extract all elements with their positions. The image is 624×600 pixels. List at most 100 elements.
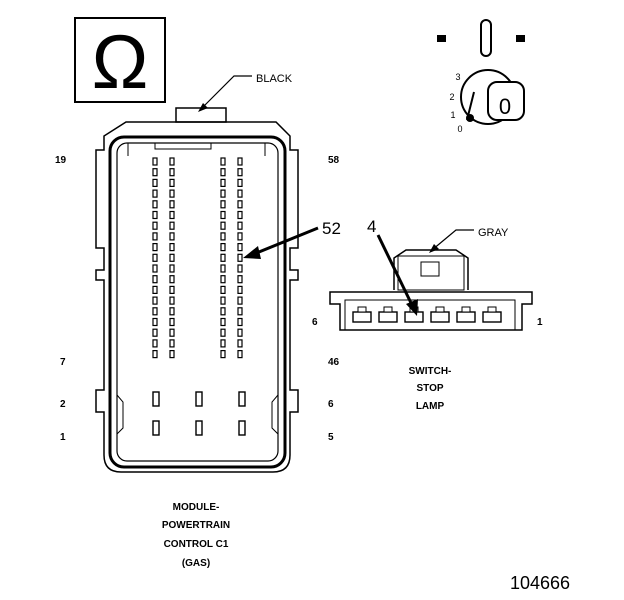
pcm-pin-cavity [169,221,175,230]
pcm-pin-cavity [220,264,226,273]
switch-pin-latch [357,306,367,313]
pcm-pin-cavity [152,232,158,241]
dial-position-2: 2 [449,92,454,102]
pcm-pin-cavity [169,168,175,177]
pcm-pin-cavity [152,178,158,187]
pcm-pin-cavity [152,350,158,359]
pcm-callout-pin: 52 [322,219,341,238]
meter-dial: 3 2 1 0 0 [437,19,525,134]
pcm-caption-line-4: (GAS) [182,558,210,569]
pcm-pin-cavity [220,168,226,177]
switch-pin-cavity [404,311,424,323]
pcm-pin-cavity [237,339,243,348]
pcm-color-label: BLACK [256,73,293,85]
switch-pin-cavities [352,306,502,323]
switch-pin-latch [435,306,445,313]
pcm-pin-19: 19 [55,155,67,166]
pcm-pin-cavity [220,296,226,305]
dial-position-0: 0 [457,124,462,134]
pcm-pin-cavity [169,350,175,359]
pcm-pin-cavity [237,285,243,294]
pcm-pin-cavity [152,339,158,348]
pcm-pin-cavity [237,253,243,262]
pcm-pin-cavity [237,189,243,198]
pcm-pin-cavity [220,243,226,252]
pcm-caption-line-2: POWERTRAIN [162,520,230,531]
pcm-pin-cavity [220,328,226,337]
pcm-pin-cavity [220,253,226,262]
pcm-pin-cavity [152,210,158,220]
switch-pin-latch [383,306,393,313]
pcm-pin-cavity [237,210,243,220]
pcm-pin-cavity [237,200,243,209]
switch-color-label: GRAY [478,227,509,239]
pcm-pin-cavity [169,232,175,241]
pcm-pin-6: 6 [328,399,334,410]
pcm-pin-7: 7 [60,357,66,368]
pcm-pin-cavity [169,285,175,294]
pcm-pin-cavity [152,168,158,177]
pcm-pin-cavity [169,157,175,166]
pcm-pin-cavity [169,317,175,327]
pcm-caption: MODULE- POWERTRAIN CONTROL C1 (GAS) [162,502,230,569]
pcm-pin-cavity [237,178,243,187]
pcm-pin-cavity [152,200,158,209]
pcm-pin-cavity [237,232,243,241]
pcm-pin-1: 1 [60,432,66,443]
pcm-pin-cavity [220,232,226,241]
pcm-pin-cavity [169,243,175,252]
pcm-pin-cavity [169,264,175,273]
pcm-pin-cavity [237,275,243,284]
pcm-pin-cavity [152,221,158,230]
pcm-pin-cavity [169,296,175,305]
pcm-pin-cavity [220,200,226,209]
pcm-pin-cavity [220,317,226,327]
pcm-pin-cavity [220,189,226,198]
pcm-pin-cavity [220,307,226,316]
figure-id: 104666 [510,573,570,593]
pcm-pin-cavity [237,243,243,252]
switch-pin-latch [461,306,471,313]
pcm-pin-cavity [237,168,243,177]
pcm-pin-cavity [169,189,175,198]
dial-position-3: 3 [455,72,460,82]
pcm-pin-cavity [169,275,175,284]
switch-pin-6: 6 [312,317,318,328]
pcm-pin-cavity [220,178,226,187]
pcm-pin-cavity [220,157,226,166]
pcm-pin-cavity [152,307,158,316]
dial-position-1: 1 [450,110,455,120]
pcm-pin-cavity [220,350,226,359]
pcm-pin-cavity [237,317,243,327]
switch-pin-1: 1 [537,317,543,328]
switch-pin-cavity [456,311,476,323]
pcm-pin-cavity [237,264,243,273]
pcm-pin-cavity [220,221,226,230]
pcm-pin-cavity [237,296,243,305]
switch-caption-line-3: LAMP [416,401,445,412]
pcm-pin-cavity [152,285,158,294]
switch-pin-cavity [430,311,450,323]
pcm-pin-cavity [169,200,175,209]
switch-pin-cavity [378,311,398,323]
pcm-pin-cavity [152,275,158,284]
pcm-caption-line-3: CONTROL C1 [164,539,229,550]
pcm-pin-cavity [169,307,175,316]
pcm-pin-5: 5 [328,432,334,443]
pcm-pin-cavity [169,328,175,337]
pcm-pin-cavity [152,328,158,337]
switch-pin-latch [487,306,497,313]
switch-pin-cavity [352,311,372,323]
pcm-lower-pins [152,391,246,436]
stop-lamp-switch-connector [329,249,533,331]
switch-pin-cavity [482,311,502,323]
pcm-pin-cavity [169,339,175,348]
switch-caption: SWITCH- STOP LAMP [409,366,452,412]
ohmmeter-symbol: Ω [74,17,166,105]
pcm-pin-cavity [152,243,158,252]
pcm-pin-cavity [169,178,175,187]
pcm-connector [95,107,299,473]
pcm-pin-cavity [152,157,158,166]
pcm-caption-line-1: MODULE- [173,502,220,513]
